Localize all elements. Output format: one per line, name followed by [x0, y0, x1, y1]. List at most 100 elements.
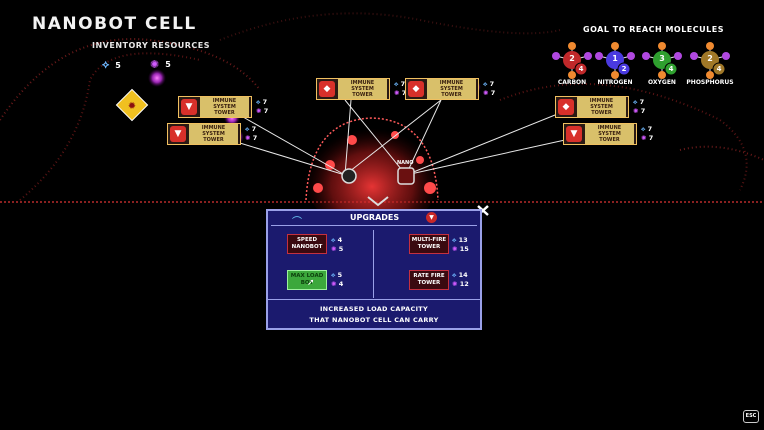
cost-purple: 7 [648, 134, 654, 142]
close-button[interactable] [476, 203, 490, 217]
cost: ⟡ 13 ✺ 15 [452, 236, 469, 253]
goal-title: GOAL TO REACH MOLECULES [583, 25, 724, 34]
divider [271, 225, 477, 226]
description-line: THAT NANOBOT CELL CAN CARRY [309, 316, 439, 324]
blue-crystal-icon: ⟡ [102, 58, 110, 71]
molecule-side-count: 4 [668, 65, 674, 73]
molecule-center-count: 2 [707, 54, 713, 63]
tower-icon: ▼ [566, 126, 582, 142]
cost-purple: 7 [252, 134, 258, 142]
molecule-icon [690, 42, 730, 79]
max-load-bot-button[interactable]: MAX LOAD BOT [287, 270, 327, 290]
upgrades-title: UPGRADES [350, 213, 400, 222]
resource-blue: ⟡ 5 [102, 58, 121, 72]
button-label: RATE FIRE [413, 273, 445, 279]
molecule-label: PHOSPHORUS [686, 79, 734, 86]
tower-icon: ◆ [408, 81, 424, 97]
button-label: NANOBOT [291, 244, 323, 250]
cost-purple: 7 [490, 89, 496, 97]
cost-blue: 13 [458, 236, 468, 244]
blue-crystal-icon: ⟡ [245, 125, 250, 133]
blue-crystal-icon: ⟡ [633, 98, 638, 106]
blue-crystal-icon: ⟡ [483, 80, 488, 88]
upgrade-description: INCREASED LOAD CAPACITY THAT NANOBOT CEL… [266, 304, 482, 326]
molecule-side-count: 4 [716, 65, 722, 73]
divider [373, 230, 374, 298]
molecule-icon [595, 42, 635, 79]
tower-cost: ⟡ 7✺ 7 [245, 125, 257, 143]
tower-cost: ⟡ 7✺ 7 [641, 125, 653, 143]
cost-purple: 4 [338, 280, 344, 288]
molecule-label: NITROGEN [597, 79, 633, 86]
purple-spore-icon: ✺ [641, 134, 647, 142]
resource-purple: ✺ 5 [150, 58, 171, 71]
rate-fire-tower-button[interactable]: RATE FIRE TOWER [409, 270, 449, 290]
tower-cost: ⟡ 7✺ 7 [633, 98, 645, 116]
purple-spore-icon: ✺ [394, 89, 400, 97]
multi-fire-tower-button[interactable]: MULTI-FIRE TOWER [409, 234, 449, 254]
divider [266, 299, 482, 300]
speed-nanobot-button[interactable]: SPEED NANOBOT [287, 234, 327, 254]
tower-icon: ▼ [426, 212, 437, 223]
inventory-label: INVENTORY RESOURCES [92, 41, 211, 50]
resource-count: 5 [165, 60, 171, 69]
blue-crystal-icon: ⟡ [394, 80, 399, 88]
cost: ⟡ 5 ✺ 4 [331, 271, 344, 288]
button-label: TOWER [417, 280, 441, 286]
cost-blue: 7 [639, 98, 645, 106]
molecule-icon [642, 42, 682, 79]
cursor-icon: ➚ [307, 278, 315, 288]
button-label: SPEED [296, 237, 318, 243]
purple-spore-icon: ✺ [150, 58, 160, 71]
molecule-center-count: 1 [612, 54, 618, 63]
button-label: MULTI-FIRE [411, 237, 447, 243]
molecule-side-count: 4 [578, 65, 584, 73]
collapse-chevron-button[interactable] [363, 193, 393, 207]
tower-cost: ⟡ 7✺ 7 [256, 98, 268, 116]
upgrades-panel [266, 209, 482, 330]
tower-icon: ▼ [181, 99, 197, 115]
molecule-side-count: 2 [621, 65, 627, 73]
cost-blue: 7 [262, 98, 268, 106]
cost-purple: 7 [263, 107, 269, 115]
tower-icon: ◆ [558, 99, 574, 115]
nanobot-icon: ⌒ [292, 217, 302, 228]
page-title: NANOBOT CELL [32, 14, 197, 34]
blue-crystal-icon: ⟡ [641, 125, 646, 133]
tower-cost: ⟡ 7✺ 7 [394, 80, 406, 98]
cost: ⟡ 14 ✺ 12 [452, 271, 469, 288]
purple-spore-icon: ✺ [245, 134, 251, 142]
button-label: BOT [300, 280, 314, 286]
cost-blue: 7 [400, 80, 406, 88]
molecule-label: OXYGEN [648, 79, 676, 86]
cost-blue: 4 [337, 236, 343, 244]
cost-purple: 5 [338, 245, 344, 253]
tower-icon: ▼ [170, 126, 186, 142]
button-label: TOWER [417, 244, 441, 250]
esc-button[interactable]: ESC [743, 410, 759, 423]
purple-spore-icon: ✺ [483, 89, 489, 97]
tower-icon: ◆ [319, 81, 335, 97]
purple-spore-icon: ✺ [633, 107, 639, 115]
purple-spore-icon: ✺ [256, 107, 262, 115]
cost-purple: 15 [459, 245, 469, 253]
svg-text:✹: ✹ [128, 101, 136, 112]
molecule-center-count: 3 [659, 54, 665, 63]
molecule-center-count: 2 [569, 54, 575, 63]
cost-purple: 7 [401, 89, 407, 97]
cost-purple: 7 [640, 107, 646, 115]
